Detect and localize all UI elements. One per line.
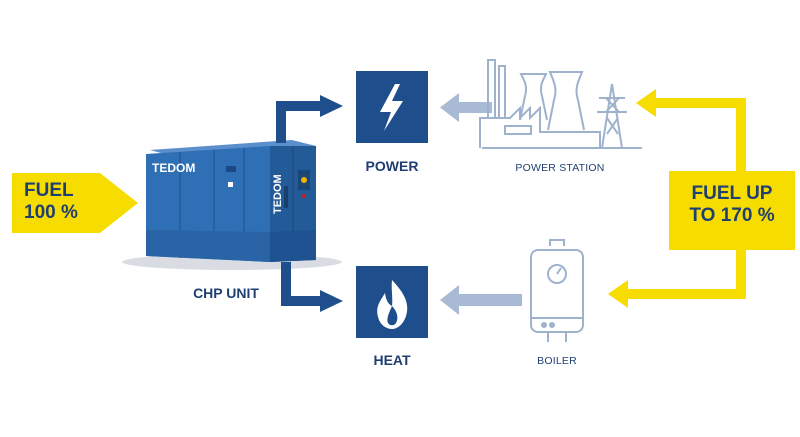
fuel-output-label: FUEL UP TO 170 % bbox=[669, 183, 795, 228]
station-to-power-arrowhead bbox=[440, 93, 459, 122]
chp-unit-image bbox=[122, 140, 342, 270]
lightning-icon bbox=[380, 84, 403, 131]
chp-to-heat-arrowhead bbox=[320, 290, 343, 312]
boiler-to-heat-arrow bbox=[458, 294, 522, 306]
boiler-to-heat-arrowhead bbox=[440, 285, 459, 315]
chp-to-power-arrow bbox=[276, 101, 322, 143]
flame-icon bbox=[377, 280, 408, 329]
boiler-label: BOILER bbox=[537, 355, 577, 367]
boiler-icon bbox=[530, 239, 584, 342]
fuel-to-station-arrowhead bbox=[636, 89, 656, 117]
fuel-input-arrow bbox=[12, 173, 138, 233]
chp-to-power-arrowhead bbox=[320, 95, 343, 117]
fuel-input-line2: 100 % bbox=[24, 202, 78, 224]
power-station-icon bbox=[479, 59, 642, 149]
power-station-label: POWER STATION bbox=[515, 162, 605, 174]
chp-brand-text: TEDOM bbox=[152, 161, 195, 175]
fuel-output-line2: TO 170 % bbox=[689, 205, 775, 227]
station-to-power-arrow bbox=[458, 102, 492, 113]
fuel-output-box bbox=[669, 171, 795, 250]
chp-brand-vertical-text: TEDOM bbox=[272, 174, 284, 214]
fuel-output-line1: FUEL UP bbox=[691, 183, 773, 204]
fuel-to-boiler-arrowhead bbox=[608, 280, 628, 308]
chp-unit-label: CHP UNIT bbox=[193, 285, 259, 301]
power-label: POWER bbox=[365, 158, 419, 174]
heat-label: HEAT bbox=[373, 352, 411, 368]
fuel-input-line1: FUEL bbox=[24, 180, 74, 201]
fuel-input-label: FUEL 100 % bbox=[24, 180, 78, 225]
chp-to-heat-arrow bbox=[281, 262, 322, 306]
